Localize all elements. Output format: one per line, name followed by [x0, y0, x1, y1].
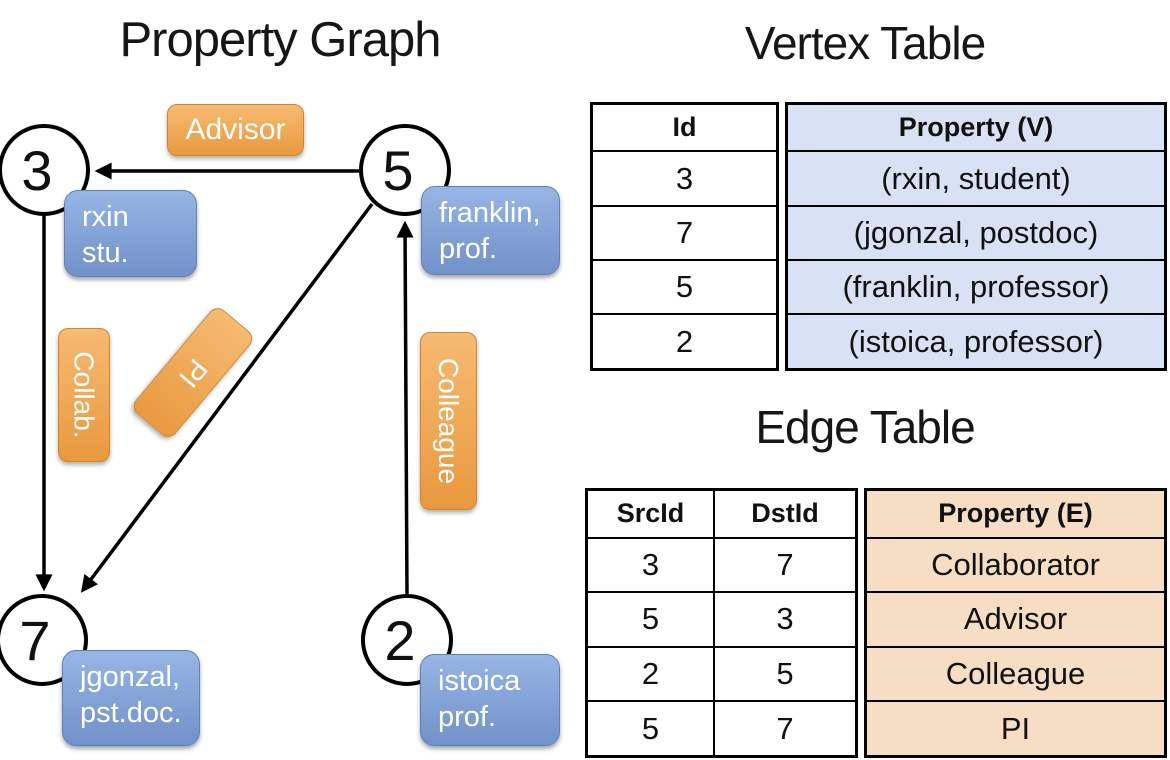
table-row: 3 7 — [585, 536, 858, 594]
vertex-id-cell: 7 — [590, 204, 779, 262]
prop-line: istoica — [438, 665, 521, 697]
prop-line: rxin — [82, 201, 129, 233]
edge-label-pi-text: PI — [173, 352, 214, 393]
edge-table-header-dstid: DstId — [713, 488, 858, 539]
prop-line: stu. — [82, 237, 129, 270]
edge-table-header-srcid: SrcId — [585, 488, 715, 539]
edge-property-cell: PI — [864, 700, 1167, 758]
property-graph-title: Property Graph — [119, 13, 442, 67]
edge-table-id-columns: SrcId DstId 3 7 5 3 2 5 5 7 — [585, 488, 858, 758]
table-row: 2 5 — [585, 645, 858, 703]
node-id: 2 — [384, 608, 416, 672]
table-row: 5 3 — [585, 591, 858, 648]
graph-node-5: 5 — [359, 124, 451, 216]
vertex-table-header-id: Id — [590, 102, 779, 153]
node-id: 3 — [21, 138, 53, 202]
edge-dstid-cell: 7 — [713, 700, 858, 758]
graph-node-3: 3 — [0, 124, 90, 216]
edge-label-pi: PI — [129, 304, 257, 441]
vertex-id-cell: 3 — [590, 150, 779, 207]
edge-dstid-cell: 5 — [713, 645, 858, 703]
vertex-prop-box-jgonzal: jgonzal, pst.doc. — [62, 650, 200, 746]
vertex-table-header-property: Property (V) — [785, 102, 1167, 153]
edge-label-collab: Collab. — [58, 328, 110, 462]
table-row: 5 7 — [585, 700, 858, 758]
edge-property-cell: Colleague — [864, 645, 1167, 703]
table-row: 7 — [590, 204, 779, 262]
vertex-prop-box-franklin: franklin, prof. — [421, 186, 560, 275]
edge-label-colleague: Colleague — [420, 332, 477, 510]
vertex-table-id-column: Id 3 7 5 2 — [590, 102, 779, 371]
vertex-table-property-column: Property (V) (rxin, student) (jgonzal, p… — [785, 102, 1167, 371]
vertex-property-cell: (istoica, professor) — [785, 313, 1167, 371]
table-row: PI — [864, 700, 1167, 758]
edge-label-colleague-text: Colleague — [433, 357, 465, 485]
table-row: (jgonzal, postdoc) — [785, 204, 1167, 262]
vertex-property-cell: (franklin, professor) — [785, 259, 1167, 316]
table-row: Colleague — [864, 645, 1167, 703]
prop-line: jgonzal, — [80, 661, 180, 693]
table-row: 2 — [590, 313, 779, 371]
edge-dstid-cell: 7 — [713, 536, 858, 594]
table-row: (rxin, student) — [785, 150, 1167, 207]
prop-line: prof. — [439, 233, 498, 266]
table-row: 3 — [590, 150, 779, 207]
edge-table-title: Edge Table — [755, 401, 975, 453]
table-row: Advisor — [864, 591, 1167, 648]
edge-srcid-cell: 5 — [585, 700, 715, 758]
prop-line: prof. — [438, 701, 497, 734]
edge-srcid-cell: 2 — [585, 645, 715, 703]
edge-property-cell: Collaborator — [864, 536, 1167, 594]
table-row: Collaborator — [864, 536, 1167, 594]
edge-arrow-2-to-5 — [396, 220, 414, 597]
prop-line: franklin, — [439, 197, 541, 229]
edge-property-cell: Advisor — [864, 591, 1167, 648]
edge-srcid-cell: 5 — [585, 591, 715, 648]
node-id: 5 — [382, 138, 414, 202]
vertex-property-cell: (jgonzal, postdoc) — [785, 204, 1167, 262]
table-row: 5 — [590, 259, 779, 316]
table-row: (istoica, professor) — [785, 313, 1167, 371]
edge-label-advisor: Advisor — [167, 104, 304, 156]
edge-table-property-column: Property (E) Collaborator Advisor Collea… — [864, 488, 1167, 758]
vertex-prop-box-istoica: istoica prof. — [420, 654, 560, 746]
vertex-table-title: Vertex Table — [744, 17, 986, 69]
table-row: (franklin, professor) — [785, 259, 1167, 316]
prop-line: pst.doc. — [80, 697, 182, 730]
vertex-id-cell: 2 — [590, 313, 779, 371]
vertex-prop-box-rxin: rxin stu. — [64, 190, 197, 277]
edge-dstid-cell: 3 — [713, 591, 858, 648]
vertex-property-cell: (rxin, student) — [785, 150, 1167, 207]
vertex-id-cell: 5 — [590, 259, 779, 316]
edge-label-collab-text: Collab. — [69, 351, 101, 439]
edge-srcid-cell: 3 — [585, 536, 715, 594]
node-id: 7 — [19, 608, 51, 672]
edge-table-header-property: Property (E) — [864, 488, 1167, 539]
